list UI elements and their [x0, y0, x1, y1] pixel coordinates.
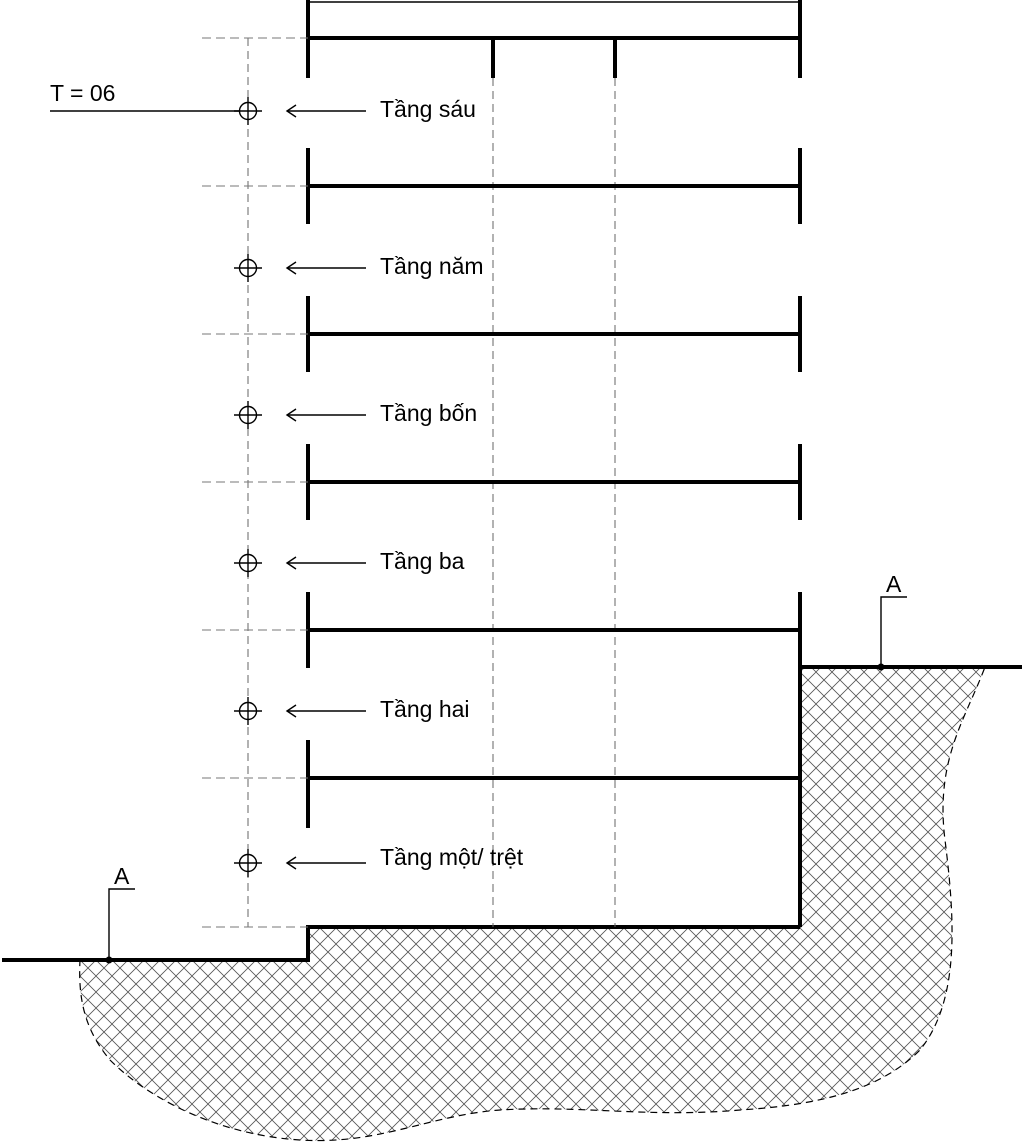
floor-marker: Tầng năm: [234, 253, 484, 282]
pointer-arrow-icon: [285, 856, 297, 870]
total-floors-label: T = 06: [50, 80, 115, 106]
pointer-arrow-icon: [285, 104, 297, 118]
floor-marker: Tầng sáu: [234, 96, 476, 125]
floor-label: Tầng ba: [380, 548, 465, 574]
ground-marker-label: A: [886, 571, 902, 597]
floor-label: Tầng một/ trệt: [380, 844, 524, 870]
pointer-arrow-icon: [285, 556, 297, 570]
ground-marker-label: A: [114, 863, 130, 889]
ground-marker-right: A: [877, 571, 907, 671]
floor-label: Tầng bốn: [380, 400, 477, 426]
floor-label: Tầng hai: [380, 696, 470, 722]
pointer-arrow-icon: [285, 408, 297, 422]
ground-point-icon: [877, 663, 885, 671]
ground-point-icon: [105, 956, 113, 964]
floor-marker: Tầng hai: [234, 696, 470, 725]
ground-line-left: [2, 925, 800, 962]
floor-marker: Tầng bốn: [234, 400, 477, 429]
soil-mass: [79, 666, 986, 1142]
floor-marker: Tầng ba: [234, 548, 465, 577]
ground-marker-leader: [880, 596, 907, 667]
ground-marker-left: A: [105, 863, 135, 964]
ground-marker-leader: [108, 888, 135, 960]
floor-marker: Tầng một/ trệt: [234, 844, 524, 877]
floor-slabs: [202, 37, 802, 928]
pointer-arrow-icon: [285, 704, 297, 718]
floor-label: Tầng năm: [380, 253, 484, 279]
pointer-arrow-icon: [285, 261, 297, 275]
floor-label: Tầng sáu: [380, 96, 476, 122]
